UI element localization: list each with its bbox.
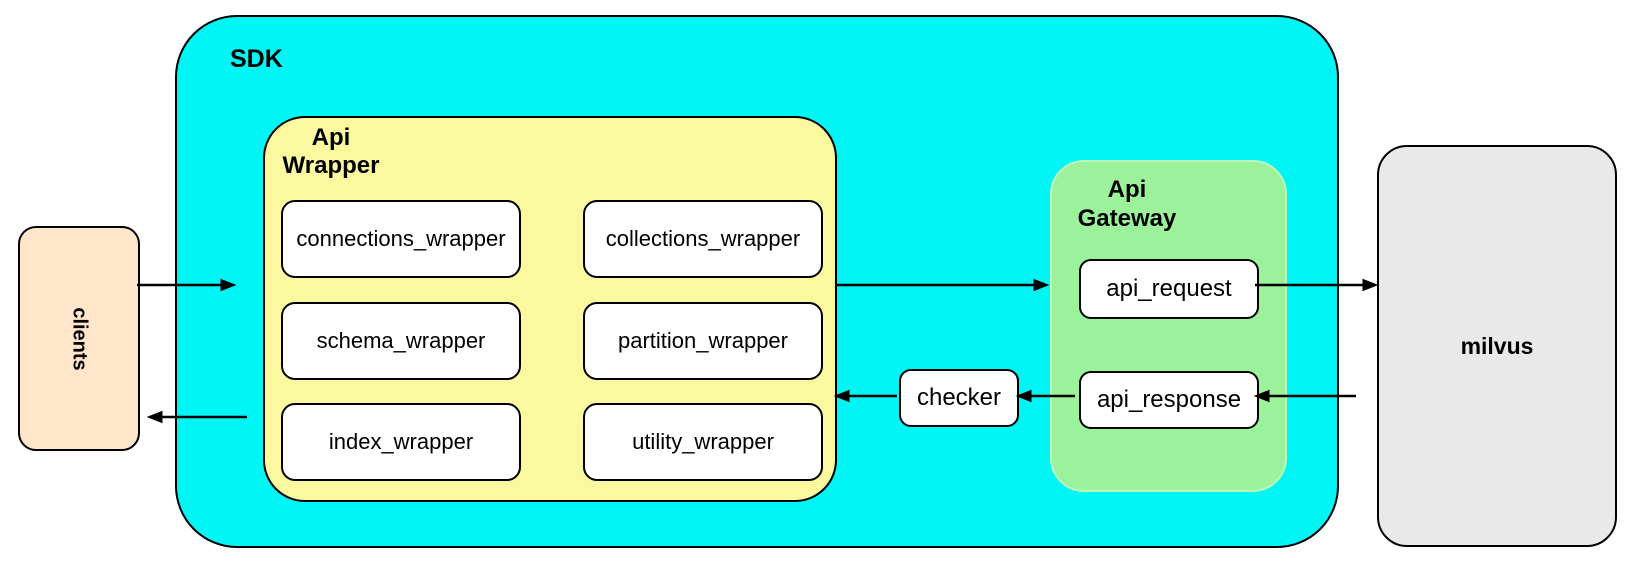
api-gateway-title: Api Gateway — [1077, 176, 1177, 232]
api-wrapper-title: Api Wrapper — [282, 124, 380, 180]
index-wrapper-node: index_wrapper — [281, 403, 521, 481]
schema-wrapper-node: schema_wrapper — [281, 302, 521, 380]
partition-wrapper-node: partition_wrapper — [583, 302, 823, 380]
collections-wrapper-node: collections_wrapper — [583, 200, 823, 278]
api-response-node: api_response — [1079, 371, 1259, 429]
sdk-container: SDK Api Wrapper connections_wrapper coll… — [175, 15, 1339, 548]
api-gateway-container: Api Gateway api_request api_response — [1050, 160, 1287, 492]
sdk-title: SDK — [230, 45, 283, 73]
api-request-node: api_request — [1079, 259, 1259, 319]
clients-node: clients — [18, 226, 140, 451]
checker-node: checker — [899, 369, 1019, 427]
milvus-node: milvus — [1377, 145, 1617, 547]
connections-wrapper-node: connections_wrapper — [281, 200, 521, 278]
api-wrapper-container: Api Wrapper connections_wrapper collecti… — [263, 116, 837, 502]
utility-wrapper-node: utility_wrapper — [583, 403, 823, 481]
clients-label: clients — [68, 306, 91, 371]
